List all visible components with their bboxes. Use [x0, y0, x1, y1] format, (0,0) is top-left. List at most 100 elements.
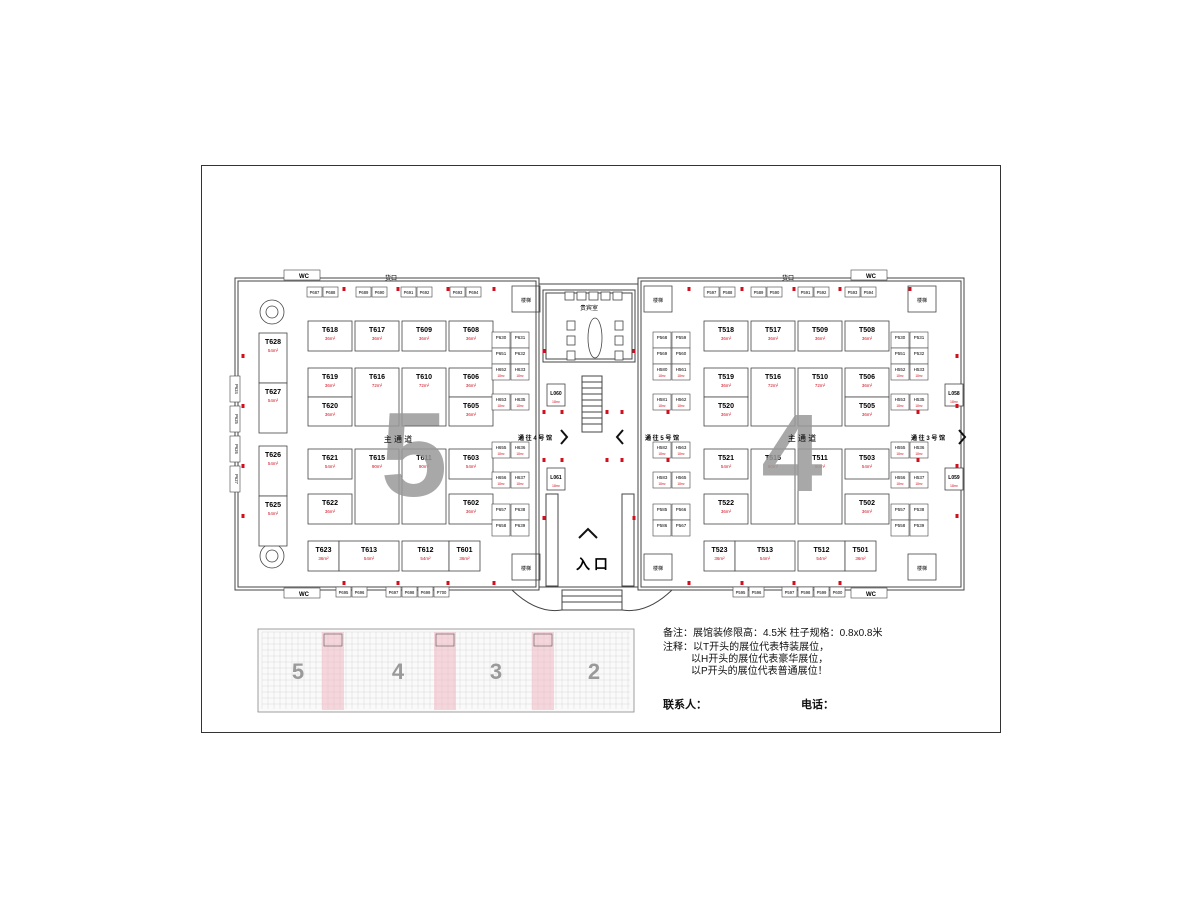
booth-p639[interactable]: P639 [510, 519, 530, 537]
booth-p594[interactable]: P594 [860, 286, 877, 298]
booth-p690[interactable]: P690 [371, 286, 388, 298]
booth-p557[interactable]: P557 [890, 503, 910, 521]
booth-p699[interactable]: P699 [417, 586, 434, 598]
booth-p531[interactable]: P531 [909, 331, 929, 349]
booth-p696[interactable]: P696 [351, 586, 368, 598]
booth-p597[interactable]: P597 [781, 586, 798, 598]
booth-p697[interactable]: P697 [385, 586, 402, 598]
booth-p589[interactable]: P589 [750, 286, 767, 298]
booth-p593[interactable]: P593 [844, 286, 861, 298]
booth-p651[interactable]: P651 [491, 347, 511, 365]
booth-p598[interactable]: P598 [797, 586, 814, 598]
booth-p586[interactable]: P586 [652, 519, 672, 537]
booth-p691[interactable]: P691 [400, 286, 417, 298]
booth-p600[interactable]: P600 [829, 586, 846, 598]
booth-p624[interactable]: P624 [229, 375, 241, 403]
booth-p694[interactable]: P694 [465, 286, 482, 298]
booth-p700[interactable]: P700 [433, 586, 450, 598]
booth-p625[interactable]: P625 [229, 405, 241, 433]
booth-p688[interactable]: P688 [322, 286, 339, 298]
booth-p551[interactable]: P551 [890, 347, 910, 365]
booth-p638[interactable]: P638 [510, 503, 530, 521]
booth-p585[interactable]: P585 [652, 503, 672, 521]
booth-p632[interactable]: P632 [510, 347, 530, 365]
booth-p596[interactable]: P596 [748, 586, 765, 598]
booth-p595[interactable]: P595 [732, 586, 749, 598]
booth-p532[interactable]: P532 [909, 347, 929, 365]
booth-p538[interactable]: P538 [909, 503, 929, 521]
booth-p626[interactable]: P626 [229, 435, 241, 463]
booth-p588[interactable]: P588 [719, 286, 736, 298]
booth-p627[interactable]: P627 [229, 465, 241, 493]
booth-p599[interactable]: P599 [813, 586, 830, 598]
booth-p698[interactable]: P698 [401, 586, 418, 598]
booth-p558[interactable]: P558 [890, 519, 910, 537]
booth-p591[interactable]: P591 [797, 286, 814, 298]
booth-p592[interactable]: P592 [813, 286, 830, 298]
booth-p530[interactable]: P530 [890, 331, 910, 349]
booth-p566[interactable]: P566 [671, 503, 691, 521]
booth-p559[interactable]: P559 [671, 331, 691, 349]
booth-p689[interactable]: P689 [355, 286, 372, 298]
booth-p569[interactable]: P569 [652, 347, 672, 365]
booth-p539[interactable]: P539 [909, 519, 929, 537]
